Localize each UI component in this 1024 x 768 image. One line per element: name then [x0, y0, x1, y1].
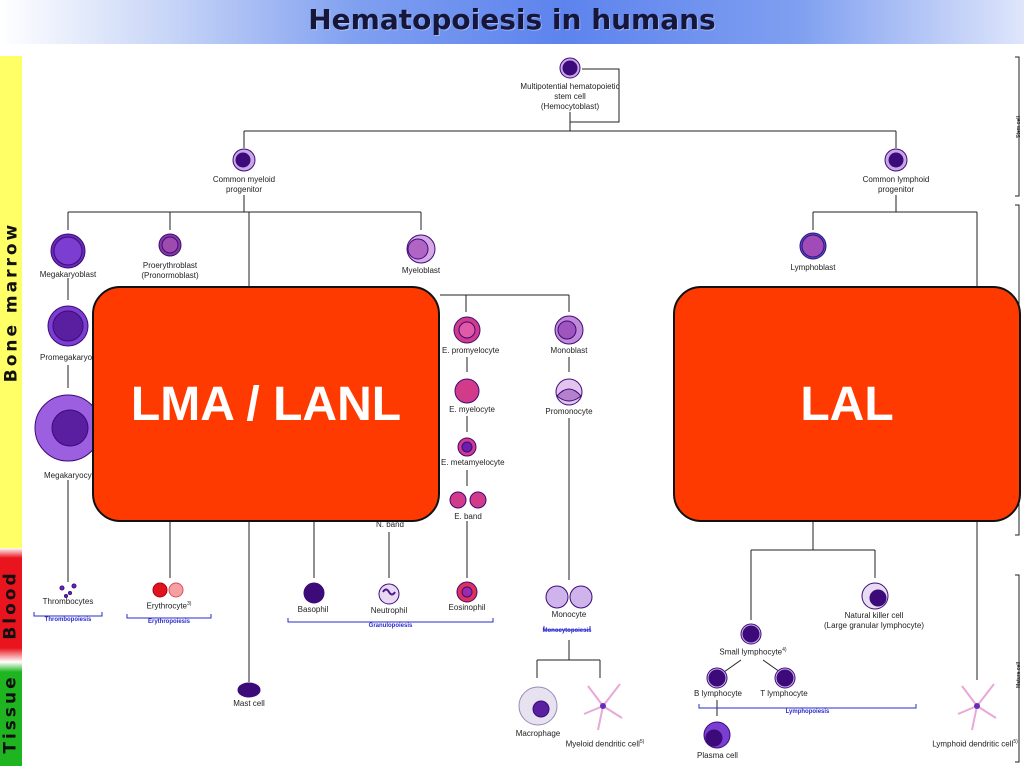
- page-title: Hematopoiesis in humans: [308, 3, 716, 36]
- mature-cell-side-label: Mature cell: [1016, 661, 1022, 688]
- lymphoblast-label: Lymphoblast: [790, 263, 836, 272]
- lal-overlay: LAL: [673, 286, 1021, 522]
- granulopoiesis-label: Granulopoiesis: [368, 623, 413, 629]
- erythropoiesis-label: Erythropoiesis: [147, 619, 190, 625]
- e-myelocyte-label: E. myelocyte: [449, 405, 495, 414]
- lymphoid-dendritic-label: Lymphoid dendritic cell5): [932, 739, 1018, 749]
- e-band-icon: [449, 491, 467, 509]
- monocytopoiesis-label: Monocytopoiesis: [542, 628, 592, 634]
- nk-cell-label: Natural killer cell(Large granular lymph…: [823, 611, 925, 630]
- proerythroblast-label: Proerythroblast(Pronormoblast): [141, 261, 199, 280]
- blood-band: [0, 548, 22, 662]
- stem-cell-side-label: Stem cell: [1016, 116, 1022, 138]
- thrombocytes-label: Thrombocytes: [42, 597, 94, 606]
- lymphoid-dendritic-icon: [957, 683, 997, 731]
- mast-cell-icon: [237, 682, 261, 698]
- e-myelocyte-icon: [454, 378, 480, 404]
- title-bar: [0, 0, 1024, 44]
- macrophage-label: Macrophage: [515, 729, 561, 738]
- group-brackets: [33, 612, 917, 709]
- neutrophil-icon: [378, 583, 400, 605]
- tissue-band: [0, 662, 22, 766]
- e-band-label: E. band: [454, 512, 482, 521]
- n-band-label: N. band: [375, 520, 405, 529]
- bone-marrow-band: [0, 56, 22, 548]
- lma-lanl-overlay: LMA / LANL: [92, 286, 440, 522]
- megakaryoblast-label: Megakaryoblast: [39, 270, 97, 279]
- myeloblast-label: Myeloblast: [401, 266, 441, 275]
- eosinophil-label: Eosinophil: [448, 603, 486, 612]
- myeloid-dendritic-icon: [583, 683, 623, 731]
- dendritic-cells: [583, 683, 997, 731]
- cells: [34, 57, 908, 749]
- mast-cell-label: Mast cell: [233, 699, 265, 708]
- small-lymphocyte-label: Small lymphocyte4): [719, 647, 787, 657]
- monocyte-label: Monocyte: [551, 610, 587, 619]
- monocyte-icon: [545, 585, 569, 609]
- basophil-icon: [303, 582, 325, 604]
- erythrocyte-label: Erythrocyte3): [146, 601, 192, 611]
- promonocyte-label: Promonocyte: [545, 407, 593, 416]
- e-promyelocyte-label: E. promyelocyte: [442, 346, 500, 355]
- basophil-label: Basophil: [297, 605, 329, 614]
- neutrophil-label: Neutrophil: [370, 606, 408, 615]
- lymphopoiesis-label: Lymphopoiesis: [785, 709, 830, 715]
- monoblast-label: Monoblast: [550, 346, 588, 355]
- thrombopoiesis-label: Thrombopoiesis: [44, 617, 92, 623]
- erythrocyte-icon: [152, 582, 168, 598]
- myeloid-dendritic-label: Myeloid dendritic cell5): [565, 739, 645, 749]
- e-metamyelocyte-label: E. metamyelocyte: [441, 458, 505, 467]
- b-lymphocyte-label: B lymphocyte: [693, 689, 743, 698]
- t-lymphocyte-label: T lymphocyte: [760, 689, 808, 698]
- plasma-cell-label: Plasma cell: [697, 751, 738, 760]
- megakaryocyte-label: Megakaryocyte: [44, 471, 99, 480]
- promegakaryocyte-label: Promegakaryocy: [40, 353, 101, 362]
- tree-lines: [67, 56, 1020, 763]
- thrombocyte-icon-1: [59, 585, 65, 591]
